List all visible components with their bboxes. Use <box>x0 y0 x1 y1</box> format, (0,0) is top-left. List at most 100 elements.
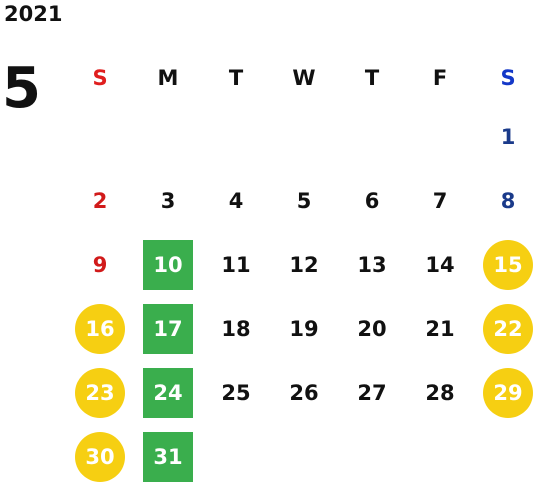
day-number: 5 <box>296 189 312 213</box>
day-content: 3 <box>161 189 176 213</box>
day-number: 15 <box>493 253 523 277</box>
calendar-day[interactable]: 19 <box>270 297 338 361</box>
day-number: 17 <box>153 317 183 341</box>
day-highlight-green: 17 <box>143 304 193 354</box>
calendar-day[interactable]: 4 <box>202 169 270 233</box>
day-number: 31 <box>153 445 183 469</box>
weekday-header-friday: F <box>432 66 448 90</box>
weekday-header-sunday: S <box>92 66 108 90</box>
calendar-day[interactable]: 25 <box>202 361 270 425</box>
calendar-day[interactable]: 20 <box>338 297 406 361</box>
calendar-grid: S M T W T F S <box>66 51 538 115</box>
day-content: 12 <box>289 253 318 277</box>
calendar-day[interactable]: 27 <box>338 361 406 425</box>
day-highlight-green: 24 <box>143 368 193 418</box>
calendar-empty-cell <box>338 425 406 489</box>
day-number: 28 <box>425 381 455 405</box>
day-number: 22 <box>493 317 523 341</box>
weekday-header-thursday: T <box>364 66 380 90</box>
calendar-day[interactable]: 9 <box>66 233 134 297</box>
day-content: 14 <box>425 253 454 277</box>
day-content: 2 <box>93 189 108 213</box>
calendar-day[interactable]: 23 <box>66 361 134 425</box>
calendar-empty-cell <box>338 105 406 169</box>
day-content: 7 <box>433 189 448 213</box>
calendar-day[interactable]: 15 <box>474 233 542 297</box>
year-label: 2021 <box>4 2 63 26</box>
day-number: 23 <box>85 381 115 405</box>
day-highlight-yellow: 16 <box>75 304 125 354</box>
day-content: 27 <box>357 381 386 405</box>
day-content: 19 <box>289 317 318 341</box>
day-number: 26 <box>289 381 319 405</box>
calendar-empty-cell <box>134 105 202 169</box>
calendar-empty-cell <box>406 105 474 169</box>
day-highlight-yellow: 23 <box>75 368 125 418</box>
day-number: 11 <box>221 253 251 277</box>
calendar-day[interactable]: 22 <box>474 297 542 361</box>
day-number: 14 <box>425 253 455 277</box>
calendar-day[interactable]: 13 <box>338 233 406 297</box>
day-content: 8 <box>501 189 516 213</box>
calendar-day[interactable]: 10 <box>134 233 202 297</box>
calendar-empty-cell <box>406 425 474 489</box>
calendar-day[interactable]: 30 <box>66 425 134 489</box>
day-highlight-yellow: 15 <box>483 240 533 290</box>
calendar-day[interactable]: 3 <box>134 169 202 233</box>
day-number: 12 <box>289 253 319 277</box>
calendar-day[interactable]: 21 <box>406 297 474 361</box>
day-number: 27 <box>357 381 387 405</box>
weekday-header-monday: M <box>157 66 179 90</box>
calendar-day[interactable]: 1 <box>474 105 542 169</box>
calendar-empty-cell <box>202 105 270 169</box>
calendar-day[interactable]: 29 <box>474 361 542 425</box>
calendar-day[interactable]: 2 <box>66 169 134 233</box>
day-number: 20 <box>357 317 387 341</box>
calendar-empty-cell <box>270 105 338 169</box>
day-content: 5 <box>297 189 312 213</box>
calendar-day[interactable]: 11 <box>202 233 270 297</box>
calendar-day[interactable]: 17 <box>134 297 202 361</box>
calendar-day[interactable]: 31 <box>134 425 202 489</box>
calendar-empty-cell <box>270 425 338 489</box>
day-highlight-yellow: 30 <box>75 432 125 482</box>
day-content: 25 <box>221 381 250 405</box>
day-content: 6 <box>365 189 380 213</box>
weekday-header-wednesday: W <box>292 66 316 90</box>
calendar-day[interactable]: 16 <box>66 297 134 361</box>
calendar-day[interactable]: 24 <box>134 361 202 425</box>
month-label: 5 <box>2 56 41 121</box>
weekday-header-saturday: S <box>500 66 516 90</box>
calendar-day[interactable]: 28 <box>406 361 474 425</box>
calendar-empty-cell <box>202 425 270 489</box>
weekday-header-tuesday: T <box>228 66 244 90</box>
calendar-day[interactable]: 6 <box>338 169 406 233</box>
calendar-day[interactable]: 7 <box>406 169 474 233</box>
calendar-empty-cell <box>474 425 542 489</box>
calendar-day[interactable]: 8 <box>474 169 542 233</box>
day-content: 26 <box>289 381 318 405</box>
calendar-day[interactable]: 26 <box>270 361 338 425</box>
day-content: 28 <box>425 381 454 405</box>
day-content: 9 <box>93 253 108 277</box>
calendar-day[interactable]: 14 <box>406 233 474 297</box>
day-number: 13 <box>357 253 387 277</box>
calendar-day[interactable]: 18 <box>202 297 270 361</box>
day-number: 4 <box>228 189 244 213</box>
day-number: 3 <box>160 189 176 213</box>
day-content: 20 <box>357 317 386 341</box>
calendar-day[interactable]: 12 <box>270 233 338 297</box>
day-number: 21 <box>425 317 455 341</box>
day-number: 1 <box>500 125 516 149</box>
day-number: 25 <box>221 381 251 405</box>
day-content: 21 <box>425 317 454 341</box>
day-highlight-yellow: 29 <box>483 368 533 418</box>
day-number: 9 <box>92 253 108 277</box>
day-number: 19 <box>289 317 319 341</box>
day-number: 6 <box>364 189 380 213</box>
day-highlight-yellow: 22 <box>483 304 533 354</box>
day-content: 11 <box>221 253 250 277</box>
calendar-day[interactable]: 5 <box>270 169 338 233</box>
day-number: 7 <box>432 189 448 213</box>
